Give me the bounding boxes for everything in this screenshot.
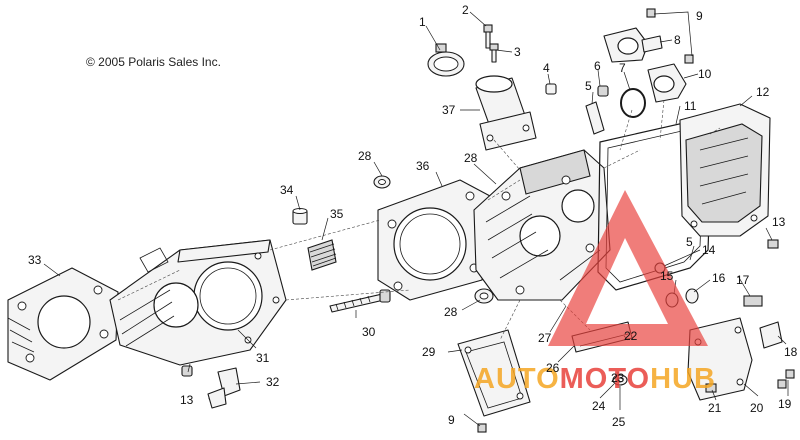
callout-22: 22 (624, 329, 638, 343)
callout-13-right: 13 (772, 215, 786, 229)
callout-6: 6 (594, 59, 601, 73)
callout-18: 18 (784, 345, 798, 359)
callout-13-left: 13 (180, 393, 194, 407)
part-19-bolts (777, 369, 795, 389)
automotohub-watermark: AUTOMOTOHUB (474, 190, 716, 395)
callout-36: 36 (416, 159, 430, 173)
callout-11: 11 (684, 99, 697, 113)
part-28-washer-bottom (474, 288, 494, 304)
part-30-stud (329, 289, 391, 313)
part-1-clamp (427, 43, 465, 77)
callout-32: 32 (266, 375, 280, 389)
part-36-head-gasket (377, 179, 491, 301)
part-3-bolt (489, 43, 499, 63)
callout-28-bottom: 28 (444, 305, 458, 319)
part-2-bolt (483, 24, 493, 49)
callout-4: 4 (543, 61, 550, 75)
callout-3: 3 (514, 45, 521, 59)
callout-23: 23 (611, 371, 625, 385)
callout-7: 7 (619, 61, 626, 75)
watermark-triangle (548, 190, 708, 346)
watermark-text-hub: HUB (650, 363, 716, 395)
callout-8: 8 (674, 33, 681, 47)
part-4-pin (545, 83, 557, 95)
part-10-water-outlet (647, 63, 687, 103)
part-35-spring (307, 239, 337, 271)
part-18-fitting (759, 321, 783, 349)
part-17-bolt (743, 295, 763, 307)
callout-labels: 1 2 3 4 5 6 7 8 9 10 11 12 37 28 36 28 3… (28, 3, 798, 429)
part-34-dowel (292, 208, 308, 225)
callout-20: 20 (750, 401, 764, 415)
callout-28-mid: 28 (464, 151, 478, 165)
part-21-bolt (705, 383, 717, 393)
watermark-text: AUTOMOTOHUB (474, 363, 716, 395)
part-33-base-gasket (7, 267, 119, 381)
callout-10: 10 (698, 67, 712, 81)
callout-31: 31 (256, 351, 270, 365)
part-9-bolt-bottom (477, 423, 487, 433)
callout-9-bottom: 9 (448, 413, 455, 427)
callout-12: 12 (756, 85, 770, 99)
part-13-bolt-left (181, 365, 193, 377)
callout-9-top: 9 (696, 9, 703, 23)
copyright-text: © 2005 Polaris Sales Inc. (86, 55, 221, 69)
watermark-text-auto: AUTO (474, 363, 560, 395)
callout-25: 25 (612, 415, 626, 429)
callout-19: 19 (778, 397, 792, 411)
callout-37: 37 (442, 103, 456, 117)
callout-1: 1 (419, 15, 426, 29)
part-37-intake-boot (475, 75, 537, 151)
callout-28-top: 28 (358, 149, 372, 163)
part-6-nut (597, 85, 609, 97)
callout-24: 24 (592, 399, 606, 413)
part-29-side-cover (457, 329, 531, 417)
callout-26: 26 (546, 361, 560, 375)
part-13-bolt-right (767, 239, 779, 249)
part-28-washer-top (373, 175, 391, 189)
callout-15: 15 (660, 269, 674, 283)
part-12-valve-cover (679, 103, 771, 237)
callout-34: 34 (280, 183, 294, 197)
callout-2: 2 (462, 3, 469, 17)
callout-35: 35 (330, 207, 344, 221)
part-31-cylinder-block (109, 239, 287, 366)
watermark-text-moto: MOTO (560, 363, 650, 395)
callout-16: 16 (712, 271, 726, 285)
part-7-o-ring (620, 88, 646, 118)
callout-17: 17 (736, 273, 750, 287)
callout-27: 27 (538, 331, 552, 345)
part-5-bolt-upper (585, 101, 605, 135)
callout-14: 14 (702, 243, 716, 257)
part-8-thermostat-housing (603, 27, 663, 63)
callout-33: 33 (28, 253, 42, 267)
cylinder-head (473, 149, 611, 301)
callout-5-right: 5 (686, 235, 693, 249)
callout-29: 29 (422, 345, 436, 359)
callout-30: 30 (362, 325, 376, 339)
part-9-bolts-top (646, 8, 694, 64)
part-24-25-washer (612, 374, 628, 386)
part-32-fitting (207, 367, 241, 409)
callout-21: 21 (708, 401, 722, 415)
callout-5-upper: 5 (585, 79, 592, 93)
assembly-lines (117, 99, 721, 341)
